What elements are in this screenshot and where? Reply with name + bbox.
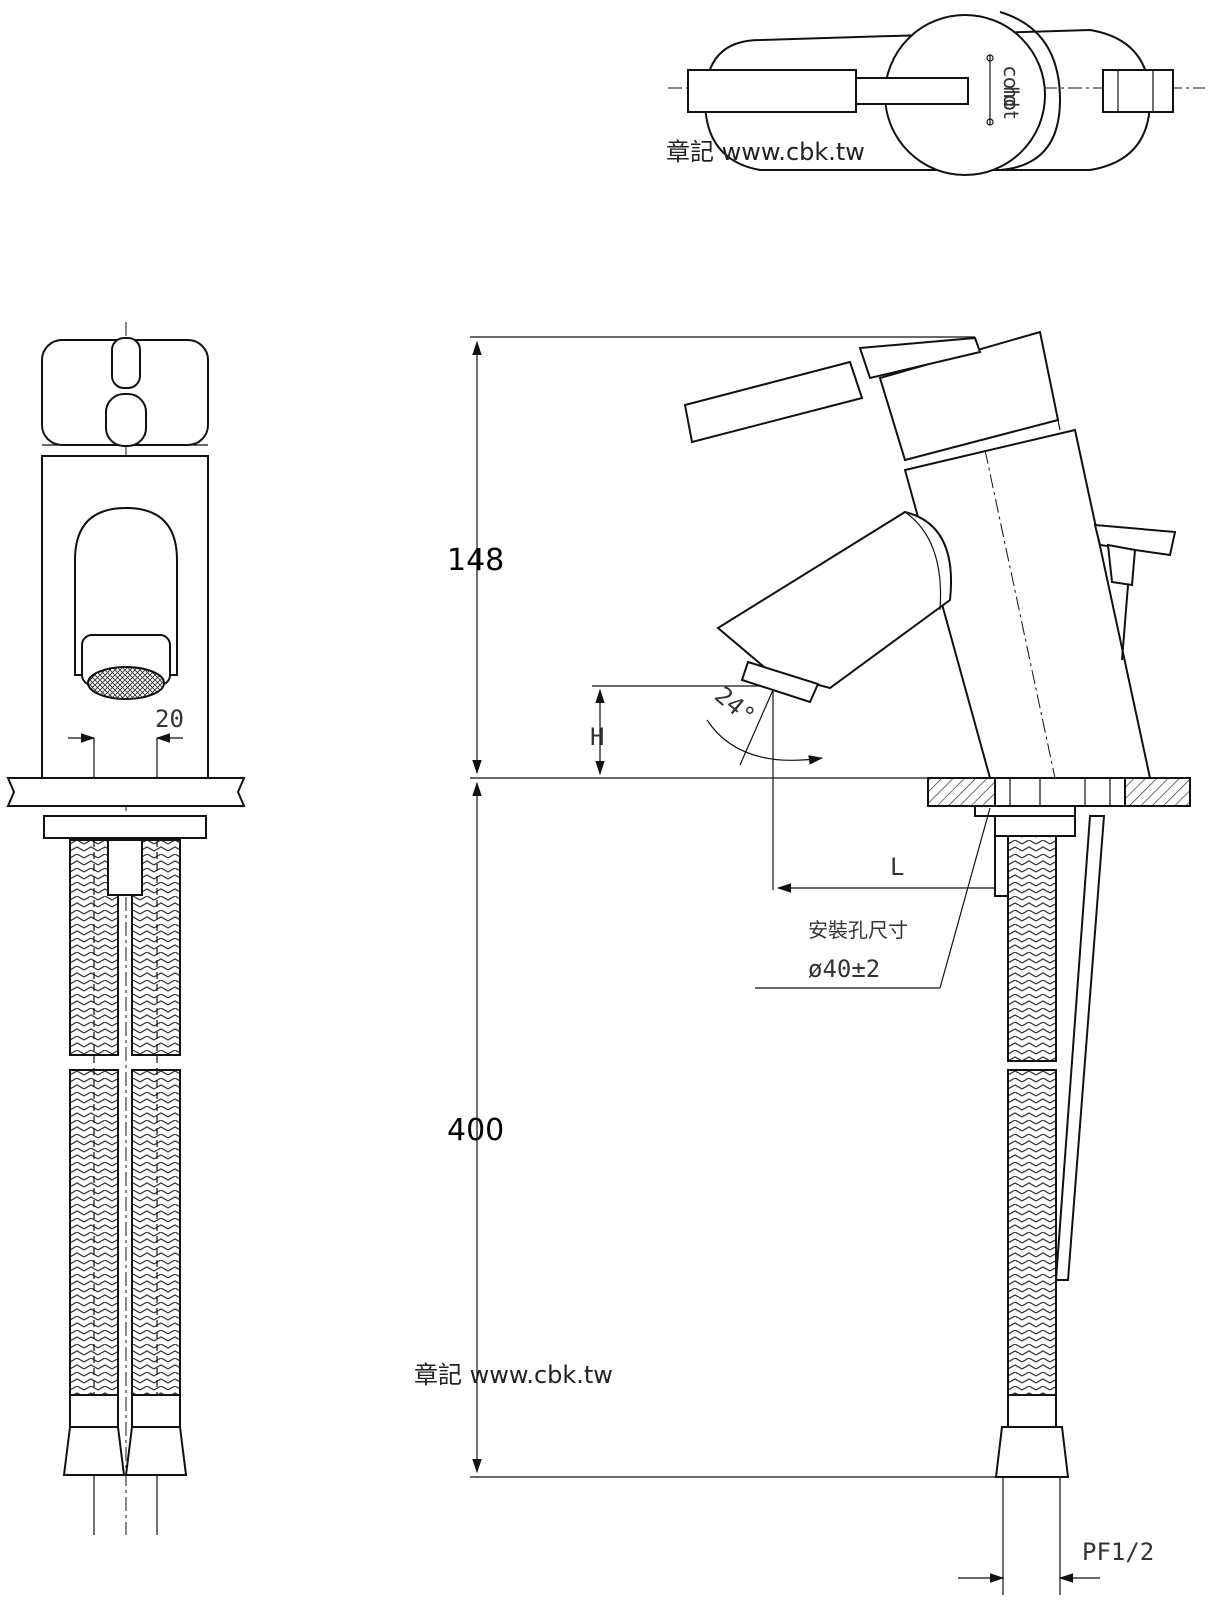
thread-size-label: PF1/2 xyxy=(1082,1538,1154,1566)
side-view: 148 400 H 24° L xyxy=(414,330,1191,1595)
height-dimension-lower: 400 xyxy=(447,1113,504,1148)
watermark-bottom: 章記 www.cbk.tw xyxy=(414,1361,613,1389)
hole-size-value: ø40±2 xyxy=(808,955,880,983)
spray-angle-label: 24° xyxy=(709,681,760,730)
spacing-dimension: 20 xyxy=(155,705,184,733)
front-view: 20 xyxy=(6,322,246,1535)
handle-cold-mark: cold xyxy=(999,66,1023,107)
watermark-top: 章記 www.cbk.tw xyxy=(666,138,865,166)
h-dimension-label: H xyxy=(590,723,604,751)
height-dimension-upper: 148 xyxy=(447,543,504,578)
aerator-mesh xyxy=(87,666,165,700)
l-dimension-label: L xyxy=(890,853,904,881)
top-view: cold hot 章記 www.cbk.tw xyxy=(666,11,1205,176)
handle-hot-mark: hot xyxy=(999,86,1023,119)
hole-size-title: 安裝孔尺寸 xyxy=(808,918,908,942)
